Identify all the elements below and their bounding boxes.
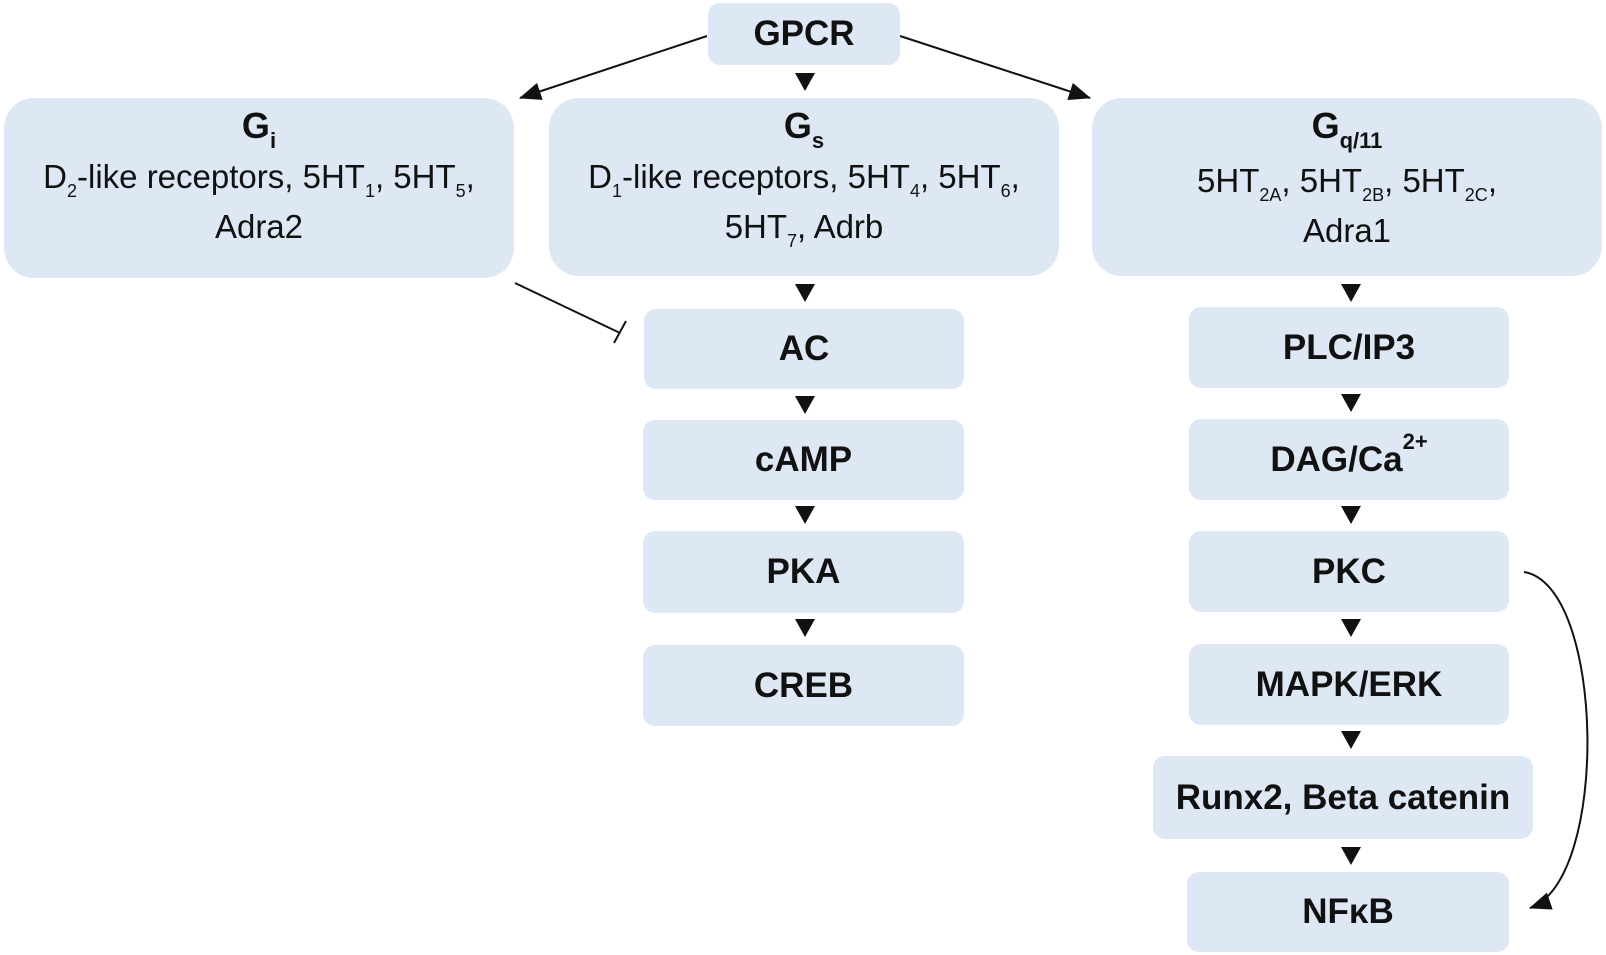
inhibit-gi-to-ac <box>514 282 621 334</box>
subscript: 4 <box>909 181 920 201</box>
gs-line-1: D1-like receptors, 5HT4, 5HT6, <box>588 158 1020 201</box>
gi-line-1: D2-like receptors, 5HT1, 5HT5, <box>43 158 475 201</box>
arrow-camp-to-pka <box>795 506 815 524</box>
subscript: 2A <box>1259 185 1282 205</box>
gq-receptors: 5HT2A, 5HT2B, 5HT2C, Adra1 <box>1197 152 1497 260</box>
ac-box: AC <box>644 309 964 389</box>
gi-receptors: D2-like receptors, 5HT1, 5HT5, Adra2 <box>43 148 475 256</box>
subscript: 1 <box>364 181 375 201</box>
gs-title: Gs <box>783 105 825 153</box>
plc-label: PLC/IP3 <box>1282 327 1416 367</box>
camp-box: cAMP <box>643 420 964 500</box>
arrow-gs-to-ac <box>795 284 815 302</box>
gi-box: Gi D2-like receptors, 5HT1, 5HT5, Adra2 <box>4 98 514 278</box>
arrow-mapk-to-runx <box>1341 731 1361 749</box>
subscript: 2 <box>67 181 78 201</box>
arrow-gpcr-to-gs <box>795 73 815 91</box>
subscript: 6 <box>1000 181 1011 201</box>
subscript: 7 <box>787 231 798 251</box>
mapk-box: MAPK/ERK <box>1189 644 1509 725</box>
arrow-gpcr-to-gi <box>519 35 708 100</box>
pka-label: PKA <box>766 552 841 591</box>
dag-label: DAG/Ca2+ <box>1270 428 1428 479</box>
subscript: 5 <box>455 181 466 201</box>
pkc-box: PKC <box>1189 531 1509 612</box>
mapk-label: MAPK/ERK <box>1255 664 1443 704</box>
runx-box: Runx2, Beta catenin <box>1153 756 1533 839</box>
creb-label: CREB <box>753 665 854 705</box>
gq-line-2: Adra1 <box>1302 212 1392 249</box>
creb-box: CREB <box>643 645 964 726</box>
nfkb-box: NFκB <box>1187 872 1509 952</box>
gpcr-box: GPCR <box>708 3 900 65</box>
arrow-runx-to-nfkb <box>1341 847 1361 865</box>
gpcr-label: GPCR <box>753 14 855 53</box>
plc-box: PLC/IP3 <box>1189 307 1509 388</box>
arrow-pkc-to-mapk <box>1341 619 1361 637</box>
subscript: 2C <box>1464 185 1488 205</box>
arrow-dag-to-pkc <box>1341 506 1361 524</box>
arrow-plc-to-dag <box>1341 394 1361 412</box>
gq-line-1: 5HT2A, 5HT2B, 5HT2C, <box>1197 162 1497 205</box>
camp-label: cAMP <box>754 440 853 479</box>
pka-box: PKA <box>643 531 964 613</box>
gq-title: Gq/11 <box>1311 105 1383 153</box>
runx-label: Runx2, Beta catenin <box>1175 777 1511 817</box>
arrow-gq-to-plc <box>1341 284 1361 302</box>
ac-label: AC <box>778 329 830 368</box>
pkc-label: PKC <box>1312 551 1386 591</box>
subscript: 2B <box>1362 185 1385 205</box>
arrow-pkc-to-nfkb <box>1523 571 1589 910</box>
arrow-gpcr-to-gq <box>899 35 1091 101</box>
gq-box: Gq/11 5HT2A, 5HT2B, 5HT2C, Adra1 <box>1092 98 1602 276</box>
subscript: 1 <box>612 181 623 201</box>
gs-line-2: 5HT7, Adrb <box>724 208 884 251</box>
gi-title: Gi <box>241 105 277 153</box>
gi-line-2: Adra2 <box>214 208 304 245</box>
gs-box: Gs D1-like receptors, 5HT4, 5HT6, 5HT7, … <box>549 98 1059 276</box>
nfkb-label: NFκB <box>1302 892 1394 931</box>
gs-receptors: D1-like receptors, 5HT4, 5HT6, 5HT7, Adr… <box>588 148 1020 256</box>
arrow-ac-to-camp <box>795 396 815 414</box>
inhibit-bar <box>613 320 627 344</box>
arrow-pka-to-creb <box>795 619 815 637</box>
dag-box: DAG/Ca2+ <box>1189 419 1509 500</box>
